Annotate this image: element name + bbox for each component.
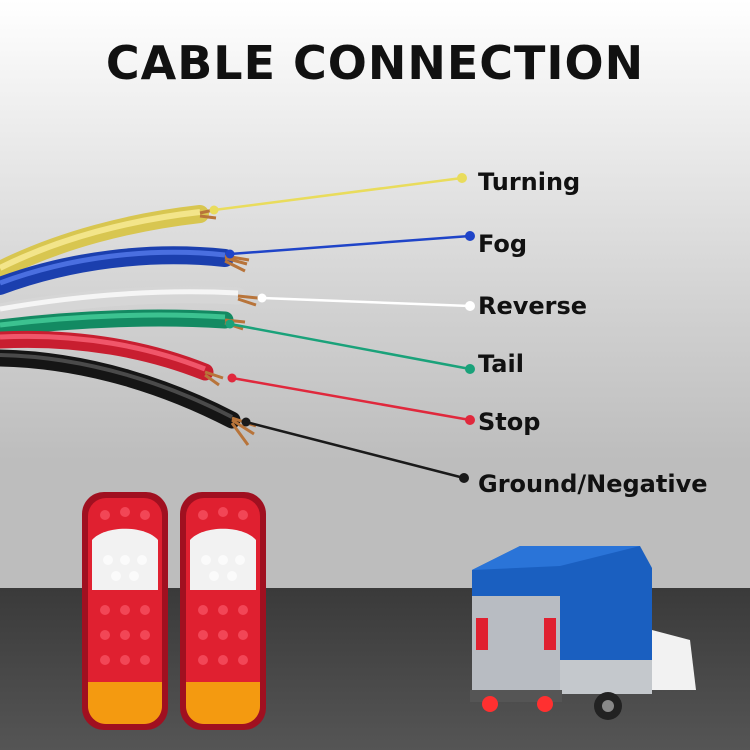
tail-light-left: [82, 492, 168, 730]
cable-black: [0, 349, 241, 429]
wire-label-turning: Turning: [478, 168, 581, 196]
leader-tail: [229, 322, 471, 371]
cable-green: [0, 309, 234, 337]
leader-lines: [213, 176, 471, 480]
leader-ground: [245, 420, 465, 480]
cable-blue: [0, 246, 234, 295]
page-title: CABLE CONNECTION: [105, 36, 645, 90]
wire-label-ground: Ground/Negative: [478, 470, 708, 498]
leader-dots: [209, 173, 475, 483]
leader-turning: [213, 176, 463, 212]
leader-reverse: [261, 296, 471, 308]
wire-label-reverse: Reverse: [478, 292, 588, 320]
leader-fog: [229, 234, 471, 256]
wire-label-stop: Stop: [478, 408, 541, 436]
cable-red: [0, 330, 214, 381]
tail-light-right: [180, 492, 266, 730]
cable-bundle: [0, 205, 259, 446]
cable-white: [0, 286, 247, 321]
wire-label-tail: Tail: [478, 350, 524, 378]
wire-label-fog: Fog: [478, 230, 528, 258]
leader-stop: [231, 376, 471, 422]
truck: [470, 546, 696, 720]
